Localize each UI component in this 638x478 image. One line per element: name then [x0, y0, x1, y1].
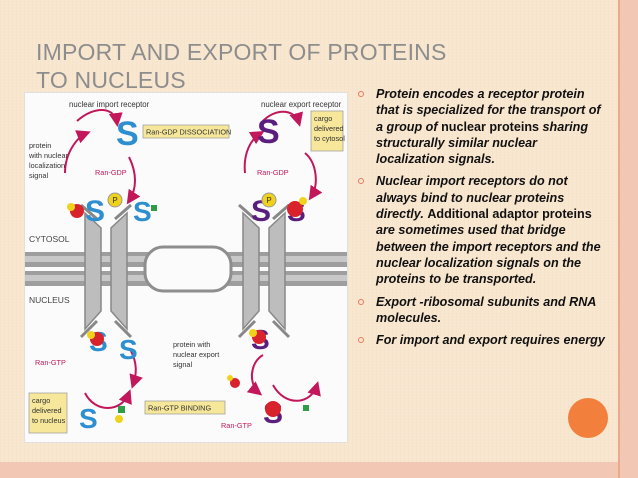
- decorative-orange-circle: [568, 398, 608, 438]
- slide-border-bottom: [0, 462, 618, 478]
- label-ran-gdp-left: Ran-GDP: [95, 168, 127, 177]
- label-protein-export-1: protein with: [173, 340, 210, 349]
- label-nuclear-export-receptor: nuclear export receptor: [261, 100, 342, 109]
- bullet-marker-icon: [358, 178, 364, 185]
- bullet-item: Nuclear import receptors do not always b…: [358, 173, 608, 287]
- label-cargo-nucleus-3: to nucleus: [32, 416, 66, 425]
- label-cargo-cytosol-2: delivered: [314, 124, 344, 133]
- import-receptor-nucleus-2-icon: S: [119, 334, 138, 365]
- label-cargo-nucleus-2: delivered: [32, 406, 62, 415]
- slide-border-right: [618, 0, 638, 478]
- title-line-1: IMPORT AND EXPORT OF PROTEINS: [36, 39, 447, 65]
- nuclear-pore-right: [237, 203, 291, 339]
- label-protein-nls-4: signal: [29, 171, 48, 180]
- label-protein-export-3: signal: [173, 360, 192, 369]
- bullet-item: Export -ribosomal subunits and RNA molec…: [358, 294, 608, 327]
- nuclear-transport-diagram: S S S S S S S S S S S: [24, 92, 348, 443]
- export-receptor-top-icon: S: [257, 113, 280, 151]
- label-ran-gtp-binding: Ran-GTP BINDING: [148, 404, 211, 413]
- label-protein-export-2: nuclear export: [173, 350, 219, 359]
- label-cargo-nucleus-1: cargo: [32, 396, 50, 405]
- label-cargo-cytosol-3: to cytosol: [314, 134, 345, 143]
- label-ran-gdp-right: Ran-GDP: [257, 168, 289, 177]
- cargo-protein-cytosol: [287, 201, 303, 217]
- label-ran-gtp-left: Ran-GTP: [35, 358, 66, 367]
- slide-title: IMPORT AND EXPORT OF PROTEINS TO NUCLEUS: [36, 38, 536, 94]
- nuclear-pore-left: [79, 203, 133, 339]
- label-ran-gtp-right: Ran-GTP: [221, 421, 252, 430]
- diagram-svg: S S S S S S S S S S S: [25, 100, 347, 434]
- bullet-text: For import and export requires energy: [376, 333, 605, 348]
- nuclear-envelope: [25, 245, 347, 293]
- bullet-text: Protein encodes a receptor protein that …: [376, 87, 601, 167]
- import-receptor-top-icon: S: [116, 115, 139, 153]
- phosphate-label-right: P: [266, 196, 271, 205]
- import-receptor-icons: S S S S S S: [79, 115, 152, 434]
- bullet-list: Protein encodes a receptor protein that …: [358, 86, 608, 354]
- ran-gdp-phosphate-left: P: [107, 192, 123, 208]
- label-nucleus: NUCLEUS: [29, 295, 70, 305]
- transport-arrows: [64, 109, 323, 409]
- label-ran-gdp-dissociation: Ran-GDP DISSOCIATION: [146, 128, 231, 137]
- phosphate-label-left: P: [112, 196, 117, 205]
- import-receptor-ran-icon: S: [133, 196, 152, 227]
- bullet-item: Protein encodes a receptor protein that …: [358, 86, 608, 167]
- label-cytosol: CYTOSOL: [29, 234, 70, 244]
- import-receptor-return-icon: S: [79, 403, 98, 434]
- bullet-marker-icon: [358, 298, 364, 305]
- label-protein-nls-3: localization: [29, 161, 65, 170]
- bullet-marker-icon: [358, 91, 364, 97]
- cargo-protein-export-bound: [265, 401, 281, 417]
- bullet-marker-icon: [358, 337, 364, 344]
- label-protein-nls-2: with nuclear: [28, 151, 69, 160]
- label-nuclear-import-receptor: nuclear import receptor: [69, 100, 150, 109]
- title-line-2: TO NUCLEUS: [36, 67, 186, 93]
- bullet-text: Nuclear import receptors do not always b…: [376, 174, 601, 287]
- label-cargo-cytosol-1: cargo: [314, 114, 332, 123]
- bullet-item: For import and export requires energy: [358, 332, 608, 348]
- ran-gdp-phosphate-right: P: [261, 192, 277, 208]
- label-protein-nls-1: protein: [29, 141, 51, 150]
- bullet-text: Export -ribosomal subunits and RNA molec…: [376, 294, 596, 325]
- import-receptor-cargo-icon: S: [85, 195, 105, 228]
